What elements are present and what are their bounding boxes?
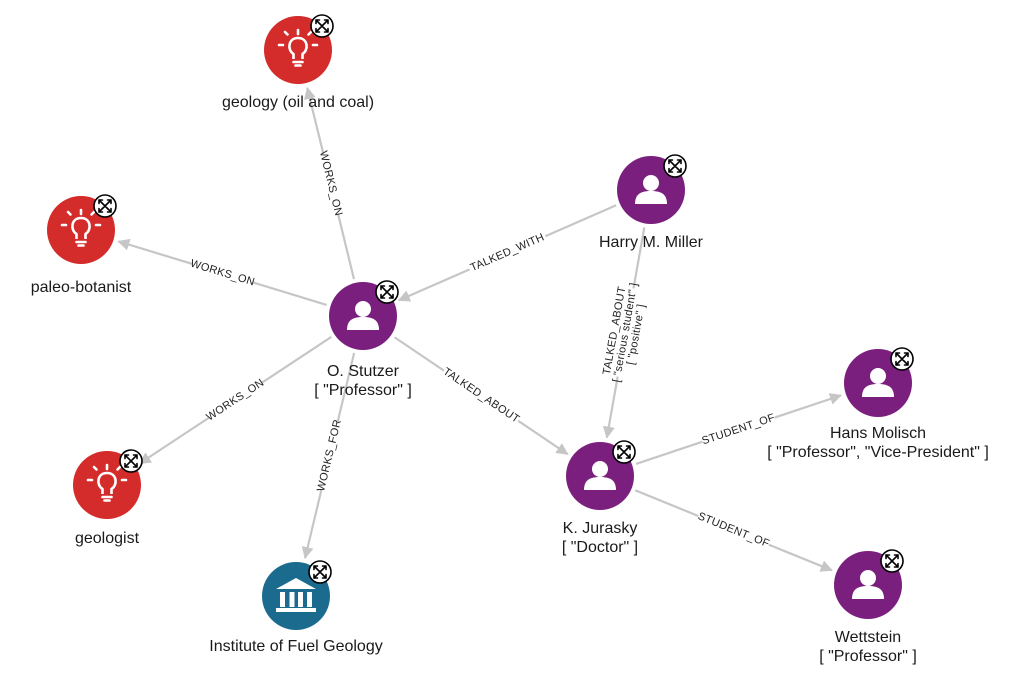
edge-label: TALKED_ABOUT — [441, 366, 522, 426]
edge-label-group: WORKS_ON — [317, 150, 347, 218]
node-label: Harry M. Miller — [599, 234, 704, 251]
node-label: O. Stutzer — [327, 363, 400, 380]
node-molisch[interactable]: Hans Molisch [ "Professor", "Vice-Preside… — [767, 347, 989, 461]
edge-label-background — [441, 363, 524, 425]
node-jurasky[interactable]: K. Jurasky [ "Doctor" ] — [562, 440, 638, 556]
edge-works-on[interactable]: WORKS_ON — [138, 336, 332, 465]
expand-handle-icon[interactable] — [310, 14, 334, 38]
node-geologist[interactable]: geologist — [73, 449, 143, 547]
edge-student-of[interactable]: STUDENT_OF — [634, 489, 833, 572]
expand-handle-icon[interactable] — [308, 560, 332, 584]
node-stutzer[interactable]: O. Stutzer [ "Professor" ] — [314, 280, 412, 399]
node-label: Institute of Fuel Geology — [209, 638, 382, 655]
node-label: paleo-botanist — [31, 279, 132, 296]
edge-talked-about[interactable]: TALKED_ABOUT — [393, 336, 569, 456]
edge-label: WORKS_ON — [204, 377, 266, 424]
node-sublabel: [ "Professor" ] — [819, 648, 917, 665]
edge-label-background — [598, 284, 649, 380]
edge-label-background — [312, 419, 342, 491]
expand-handle-icon[interactable] — [880, 549, 904, 573]
edge-label-group: TALKED_ABOUT — [441, 363, 524, 426]
edge-label-group: TALKED_WITH — [465, 227, 547, 274]
edge-label: WORKS_ON — [189, 258, 256, 289]
edge-talked-with[interactable]: TALKED_WITH — [397, 204, 617, 302]
edge-label: WORKS_FOR — [315, 418, 344, 492]
node-label: geology (oil and coal) — [222, 94, 374, 111]
expand-handle-icon[interactable] — [890, 347, 914, 371]
edge-label: STUDENT_OF — [696, 510, 771, 550]
edge-label-group: WORKS_ON — [204, 375, 266, 424]
node-label: Hans Molisch — [830, 425, 926, 442]
node-label: Wettstein — [835, 629, 901, 646]
node-label: K. Jurasky — [563, 520, 638, 537]
edge-label-group: WORKS_ON — [189, 255, 256, 289]
expand-handle-icon[interactable] — [612, 440, 636, 464]
edge-label-group: STUDENT_OF — [696, 507, 773, 550]
edge-label: WORKS_ON — [317, 150, 344, 218]
edge-label-background — [319, 151, 347, 215]
edge-label-background — [191, 255, 255, 287]
edge-label-background — [696, 507, 773, 549]
node-miller[interactable]: Harry M. Miller — [599, 154, 704, 251]
node-geology[interactable]: geology (oil and coal) — [222, 14, 374, 111]
edge-label-group: TALKED_ABOUT[ "serious student" ][ "posi… — [598, 282, 649, 383]
node-sublabel: [ "Professor", "Vice-President" ] — [767, 444, 989, 461]
nodes-layer: geology (oil and coal) paleo-botanist geol… — [31, 14, 989, 665]
edge-label-background — [204, 375, 264, 421]
edge-label: TALKED_WITH — [469, 231, 547, 274]
edge-label-group: WORKS_FOR — [312, 418, 344, 493]
edge-works-on[interactable]: WORKS_ON — [117, 238, 327, 306]
node-paleo[interactable]: paleo-botanist — [31, 194, 132, 296]
node-sublabel: [ "Doctor" ] — [562, 539, 638, 556]
expand-handle-icon[interactable] — [119, 449, 143, 473]
edge-works-on[interactable]: WORKS_ON — [304, 86, 356, 280]
edges-layer: WORKS_ON WORKS_ON WORKS_ON WORKS_FOR TALKED_… — [117, 86, 842, 572]
edge-label-background — [699, 409, 776, 446]
node-wettstein[interactable]: Wettstein [ "Professor" ] — [819, 549, 917, 665]
edge-label-group: STUDENT_OF — [699, 409, 777, 447]
edge-talked-about[interactable]: TALKED_ABOUT[ "serious student" ][ "posi… — [597, 227, 651, 439]
expand-handle-icon[interactable] — [375, 280, 399, 304]
expand-handle-icon[interactable] — [663, 154, 687, 178]
node-label: geologist — [75, 530, 140, 547]
edge-label-background — [465, 227, 547, 274]
node-sublabel: [ "Professor" ] — [314, 382, 412, 399]
expand-handle-icon[interactable] — [93, 194, 117, 218]
node-institute[interactable]: Institute of Fuel Geology — [209, 560, 383, 655]
